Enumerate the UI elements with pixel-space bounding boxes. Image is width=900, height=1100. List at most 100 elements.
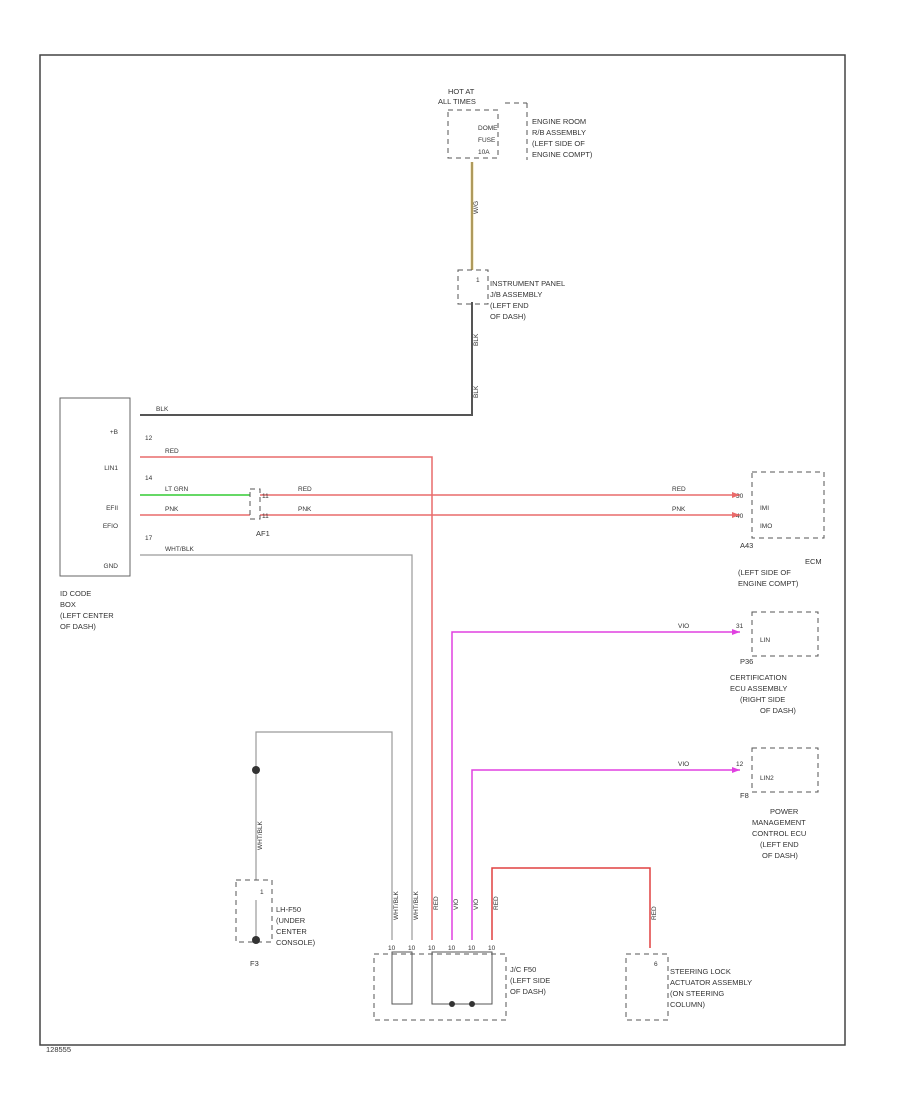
wire-violet-power: [471, 769, 740, 940]
svg-text:6: 6: [654, 961, 658, 968]
certification-ecu: 31 LIN P36 CERTIFICATION ECU ASSEMBLY (R…: [730, 611, 819, 715]
svg-text:1: 1: [476, 277, 480, 284]
svg-text:OF DASH): OF DASH): [490, 312, 526, 321]
svg-text:PNK: PNK: [298, 506, 312, 513]
svg-text:17: 17: [145, 535, 153, 542]
svg-text:F3: F3: [250, 959, 259, 968]
junction-connector-f50: 10 10 10 10 10 10 J/C F50 (LEFT SIDE OF …: [373, 945, 550, 1021]
svg-text:BLK: BLK: [156, 406, 169, 413]
svg-text:OF DASH): OF DASH): [60, 622, 96, 631]
svg-text:10: 10: [448, 945, 456, 952]
svg-text:ECU ASSEMBLY: ECU ASSEMBLY: [730, 684, 787, 693]
svg-text:RED: RED: [493, 896, 500, 910]
svg-text:10: 10: [388, 945, 396, 952]
svg-text:OF DASH): OF DASH): [510, 987, 546, 996]
svg-text:10: 10: [428, 945, 436, 952]
svg-text:CENTER: CENTER: [276, 927, 307, 936]
svg-text:BLK: BLK: [473, 333, 480, 346]
svg-text:10: 10: [468, 945, 476, 952]
svg-text:W/G: W/G: [473, 201, 480, 214]
svg-text:GND: GND: [104, 563, 119, 570]
svg-text:(LEFT SIDE OF: (LEFT SIDE OF: [738, 568, 791, 577]
svg-text:VIO: VIO: [473, 899, 480, 910]
wire-red-lin1: [140, 456, 433, 940]
svg-text:BOX: BOX: [60, 600, 76, 609]
svg-text:10: 10: [488, 945, 496, 952]
svg-text:OF DASH): OF DASH): [762, 851, 798, 860]
svg-text:LH-F50: LH-F50: [276, 905, 301, 914]
diagram-frame: [39, 54, 846, 1046]
wire-black-plus-b: [140, 302, 473, 416]
svg-text:+B: +B: [110, 429, 118, 436]
svg-text:(LEFT SIDE: (LEFT SIDE: [510, 976, 550, 985]
svg-text:BLK: BLK: [473, 385, 480, 398]
inline-connector-af1: 11 11 AF1: [249, 488, 270, 538]
svg-text:14: 14: [145, 475, 153, 482]
svg-text:POWER: POWER: [770, 807, 799, 816]
svg-text:11: 11: [262, 513, 269, 520]
svg-text:10: 10: [408, 945, 416, 952]
wire-gray-gnd: [140, 554, 413, 940]
svg-text:OF DASH): OF DASH): [760, 706, 796, 715]
svg-text:ACTUATOR ASSEMBLY: ACTUATOR ASSEMBLY: [670, 978, 752, 987]
svg-text:WHT/BLK: WHT/BLK: [393, 890, 400, 920]
svg-text:RED: RED: [433, 896, 440, 910]
wire-violet-cert: [451, 631, 740, 940]
svg-text:(ON STEERING: (ON STEERING: [670, 989, 724, 998]
svg-text:VIO: VIO: [453, 899, 460, 910]
svg-text:VIO: VIO: [678, 623, 689, 630]
steering-lock-actuator: 6 STEERING LOCK ACTUATOR ASSEMBLY (ON ST…: [625, 953, 752, 1021]
svg-text:(LEFT CENTER: (LEFT CENTER: [60, 611, 114, 620]
svg-text:ENGINE COMPT): ENGINE COMPT): [738, 579, 799, 588]
svg-text:30: 30: [736, 493, 744, 500]
svg-text:RED: RED: [651, 906, 658, 920]
svg-text:PNK: PNK: [165, 506, 179, 513]
svg-text:PNK: PNK: [672, 506, 686, 513]
diagram-code: 128555: [46, 1045, 71, 1054]
svg-text:(LEFT END: (LEFT END: [760, 840, 799, 849]
svg-text:RED: RED: [165, 448, 179, 455]
power-management-ecu: 12 LIN2 F8 POWER MANAGEMENT CONTROL ECU …: [736, 747, 819, 860]
svg-text:(LEFT END: (LEFT END: [490, 301, 529, 310]
svg-text:RED: RED: [298, 486, 312, 493]
svg-text:WHT/BLK: WHT/BLK: [165, 546, 195, 553]
svg-text:1: 1: [260, 889, 264, 896]
svg-text:AF1: AF1: [256, 529, 270, 538]
wire-gray-ground: [255, 731, 393, 940]
svg-text:11: 11: [262, 493, 269, 500]
svg-text:FUSE: FUSE: [478, 137, 496, 144]
instrument-panel-jb: 1 INSTRUMENT PANEL J/B ASSEMBLY (LEFT EN…: [457, 269, 565, 321]
svg-text:ENGINE ROOM: ENGINE ROOM: [532, 117, 586, 126]
svg-text:R/B ASSEMBLY: R/B ASSEMBLY: [532, 128, 586, 137]
svg-text:CERTIFICATION: CERTIFICATION: [730, 673, 787, 682]
svg-text:J/C F50: J/C F50: [510, 965, 536, 974]
wire-red-steering: [491, 867, 651, 948]
svg-text:12: 12: [736, 761, 744, 768]
id-code-box: +B 12 LIN1 14 EFII EFIO 17 GND ID CODE B…: [59, 397, 153, 631]
svg-text:WHT/BLK: WHT/BLK: [257, 820, 264, 850]
svg-text:IMI: IMI: [760, 505, 769, 512]
svg-text:LT GRN: LT GRN: [165, 486, 189, 493]
svg-text:ENGINE COMPT): ENGINE COMPT): [532, 150, 593, 159]
svg-text:IMO: IMO: [760, 523, 772, 530]
svg-text:COLUMN): COLUMN): [670, 1000, 706, 1009]
svg-text:ECM: ECM: [805, 557, 822, 566]
svg-text:ALL TIMES: ALL TIMES: [438, 97, 476, 106]
svg-text:EFII: EFII: [106, 505, 118, 512]
ground-f3: 1 F3 LH-F50 (UNDER CENTER CONSOLE): [235, 766, 316, 968]
svg-text:DOME: DOME: [478, 125, 498, 132]
svg-text:P36: P36: [740, 657, 753, 666]
svg-text:(LEFT SIDE OF: (LEFT SIDE OF: [532, 139, 585, 148]
svg-text:HOT AT: HOT AT: [448, 87, 475, 96]
svg-text:12: 12: [145, 435, 153, 442]
svg-text:ID CODE: ID CODE: [60, 589, 91, 598]
svg-text:LIN: LIN: [760, 637, 770, 644]
svg-text:INSTRUMENT PANEL: INSTRUMENT PANEL: [490, 279, 565, 288]
svg-text:31: 31: [736, 623, 744, 630]
ecm-connector: 30 40 IMI IMO A43 ECM (LEFT SIDE OF ENGI…: [736, 471, 825, 588]
svg-text:VIO: VIO: [678, 761, 689, 768]
svg-text:RED: RED: [672, 486, 686, 493]
svg-text:EFIO: EFIO: [103, 523, 118, 530]
svg-text:CONTROL ECU: CONTROL ECU: [752, 829, 806, 838]
